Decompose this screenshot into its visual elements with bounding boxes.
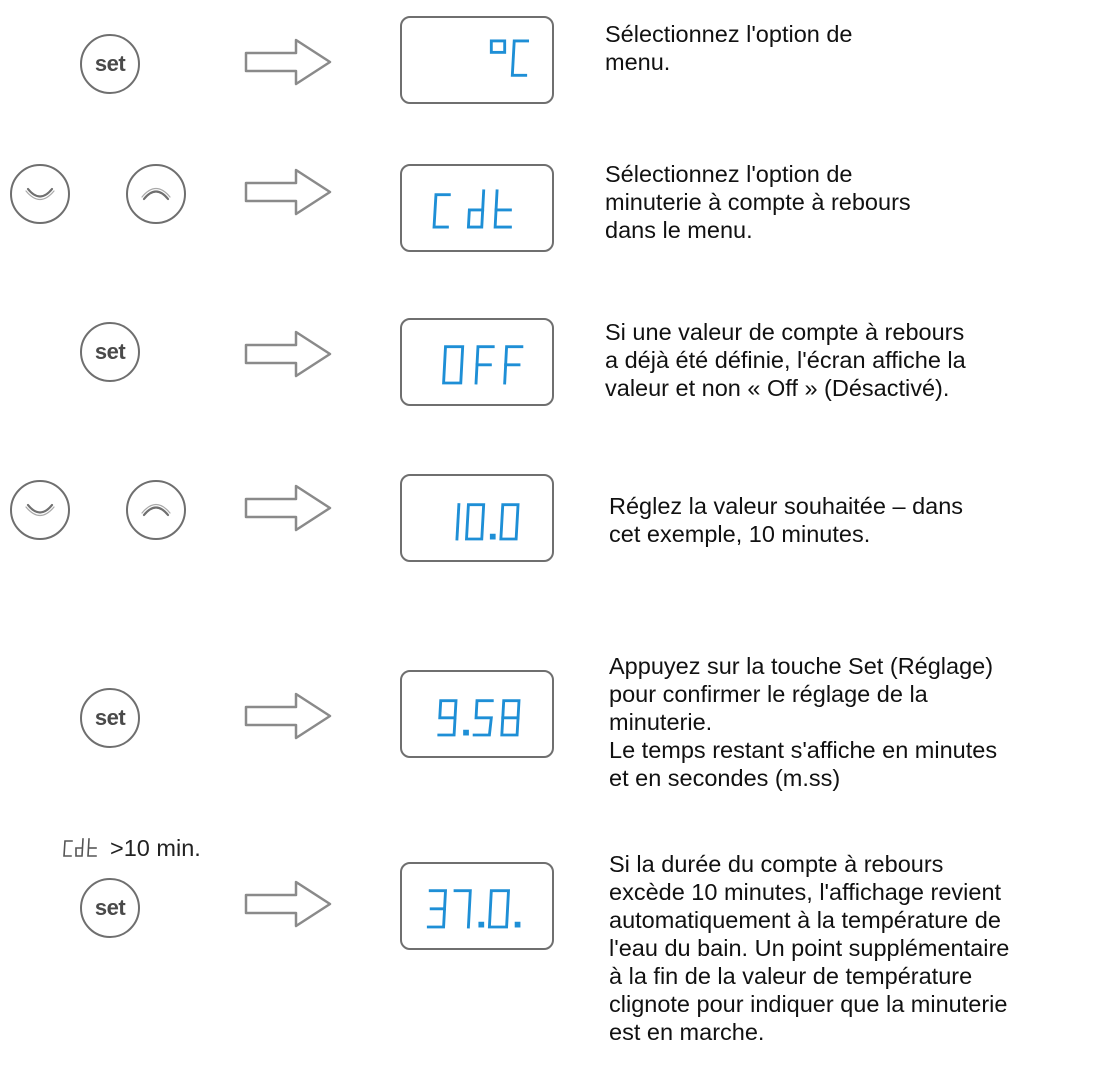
- chevron-up-icon: [141, 503, 171, 517]
- lcd-display: [400, 16, 554, 104]
- set-button-label: set: [94, 339, 126, 364]
- step-3-text: Si une valeur de compte à rebours a déjà…: [605, 319, 966, 401]
- lcd-display: [400, 474, 554, 562]
- lcd-digits-cdt: [432, 189, 512, 229]
- lcd-digits-10-0: [455, 503, 520, 541]
- lcd-digits-celsius: [489, 39, 530, 77]
- right-arrow-icon: [244, 880, 332, 928]
- set-button[interactable]: set: [80, 34, 140, 94]
- cdt-mini-display: [63, 838, 97, 857]
- step-5-text: Appuyez sur la touche Set (Réglage) pour…: [609, 653, 998, 791]
- chevron-down-icon: [25, 187, 55, 201]
- step-2-text: Sélectionnez l'option de minuterie à com…: [605, 161, 911, 243]
- set-button-label: set: [94, 895, 126, 920]
- down-button[interactable]: [10, 164, 70, 224]
- chevron-down-icon: [25, 503, 55, 517]
- set-button[interactable]: set: [80, 688, 140, 748]
- step-4-text: Réglez la valeur souhaitée – dans cet ex…: [609, 493, 964, 547]
- lcd-display: [400, 318, 554, 406]
- up-button[interactable]: [126, 480, 186, 540]
- cdt-note-text: >10 min.: [110, 834, 201, 861]
- right-arrow-icon: [244, 484, 332, 532]
- step-1-text: Sélectionnez l'option de menu.: [605, 21, 853, 75]
- set-button-label: set: [94, 705, 126, 730]
- set-button[interactable]: set: [80, 878, 140, 938]
- lcd-digits-off: [442, 345, 524, 385]
- lcd-display: [400, 670, 554, 758]
- chevron-up-icon: [141, 187, 171, 201]
- set-button-label: set: [94, 51, 126, 76]
- step-6-text: Si la durée du compte à rebours excède 1…: [609, 851, 1010, 1045]
- cdt-note: >10 min.: [62, 833, 201, 863]
- lcd-display: [400, 164, 554, 252]
- right-arrow-icon: [244, 330, 332, 378]
- down-button[interactable]: [10, 480, 70, 540]
- lcd-display: [400, 862, 554, 950]
- lcd-digits-37-0: [426, 889, 521, 929]
- lcd-digits-9-58: [437, 699, 521, 737]
- right-arrow-icon: [244, 168, 332, 216]
- up-button[interactable]: [126, 164, 186, 224]
- right-arrow-icon: [244, 692, 332, 740]
- right-arrow-icon: [244, 38, 332, 86]
- set-button[interactable]: set: [80, 322, 140, 382]
